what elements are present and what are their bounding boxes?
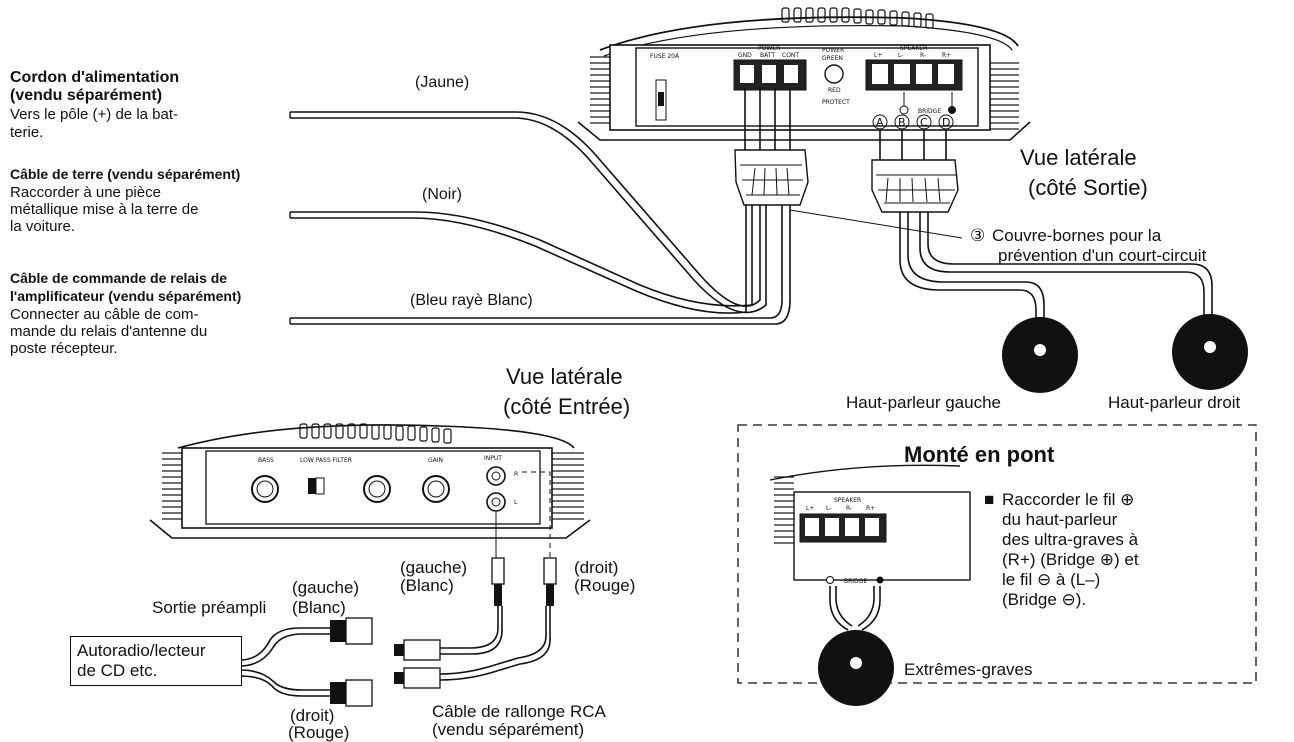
amplifier-input-side: BASS LOW PASS FILTER GAIN INPUT R L (149, 423, 591, 560)
svg-text:BRIDGE: BRIDGE (918, 108, 941, 115)
svg-text:BATT: BATT (760, 52, 775, 59)
svg-text:C: C (920, 116, 928, 129)
bridge-text-4: (R+) (Bridge ⊕) et (1002, 550, 1139, 569)
relay-cable-color: (Bleu rayè Blanc) (410, 292, 533, 309)
power-led (824, 64, 844, 84)
svg-text:POWER: POWER (758, 45, 780, 52)
svg-text:SPEAKER: SPEAKER (834, 497, 861, 504)
bridge-box-frame (737, 424, 1257, 684)
head-unit-box: Autoradio/lecteur de CD etc. (70, 636, 242, 686)
svg-text:R+: R+ (942, 52, 951, 59)
input-side-title-2: (côté Entrée) (503, 394, 631, 419)
preamp-left-2: (Blanc) (292, 598, 346, 617)
power-wires (289, 88, 809, 325)
svg-text:R-: R- (846, 505, 852, 512)
svg-text:BRIDGE: BRIDGE (844, 578, 867, 585)
top-fin-row (781, 7, 934, 29)
svg-text:L-: L- (898, 52, 903, 59)
speaker-right-label: Haut-parleur droit (1108, 393, 1241, 412)
terminal-cover-speaker (871, 159, 959, 213)
svg-text:INPUT: INPUT (484, 455, 502, 462)
svg-text:L: L (514, 499, 518, 506)
bridge-text-3: des ultra-graves à (1002, 530, 1139, 549)
preamp-left-1: (gauche) (292, 578, 360, 597)
speaker-wires: A B C D (789, 114, 1213, 335)
preamp-right-1: (droit) (290, 706, 335, 725)
svg-text:CONT: CONT (782, 52, 799, 59)
speaker-right (1172, 314, 1248, 390)
preamp-cable (239, 617, 373, 707)
rca-extension-label-1: Câble de rallonge RCA (432, 702, 606, 721)
svg-text:L-: L- (826, 505, 831, 512)
ground-cable-title: Câble de terre (vendu séparément) (10, 166, 241, 182)
svg-text:FUSE 20A: FUSE 20A (650, 53, 680, 60)
svg-text:R: R (514, 471, 518, 478)
rca-right-plug-1: (droit) (574, 558, 619, 577)
ground-cable-color: (Noir) (422, 186, 462, 203)
rca-extension-cable (394, 606, 551, 689)
rca-extension-label-2: (vendu séparément) (432, 720, 585, 739)
bridge-bullet: ■ (984, 490, 995, 509)
relay-cable-desc-1: Connecter au câble de com- (10, 306, 199, 323)
svg-text:L+: L+ (806, 505, 814, 512)
ground-cable-desc-1: Raccorder à une pièce (10, 184, 161, 201)
preamp-right-2: (Rouge) (288, 723, 350, 742)
svg-text:GREEN: GREEN (822, 55, 843, 62)
ground-cable-desc-2: métallique mise à la terre de (10, 201, 199, 218)
output-side-title-2: (côté Sortie) (1028, 175, 1148, 200)
svg-text:SPEAKER: SPEAKER (900, 45, 927, 52)
svg-text:D: D (942, 116, 950, 129)
svg-text:PROTECT: PROTECT (822, 99, 850, 106)
speaker-left-label: Haut-parleur gauche (846, 393, 1001, 412)
svg-text:POWER: POWER (822, 47, 844, 54)
subwoofer (818, 630, 894, 706)
preamp-label: Sortie préampli (152, 598, 267, 617)
relay-cable-desc-2: mande du relais d'antenne du (10, 323, 208, 340)
svg-text:R-: R- (920, 52, 926, 59)
rca-left-plug-1: (gauche) (400, 558, 468, 577)
svg-text:GAIN: GAIN (428, 457, 443, 464)
svg-text:BASS: BASS (258, 457, 274, 464)
svg-text:B: B (898, 116, 906, 129)
head-unit-label-2: de CD etc. (77, 661, 158, 680)
svg-text:A: A (876, 116, 884, 129)
svg-text:R+: R+ (866, 505, 875, 512)
head-unit-label-1: Autoradio/lecteur (77, 641, 206, 660)
svg-text:RED: RED (828, 87, 841, 94)
relay-cable-desc-3: poste récepteur. (10, 340, 118, 357)
power-cord-title-2: (vendu séparément) (10, 87, 163, 104)
bridge-box-title: Monté en pont (904, 442, 1055, 467)
power-cord-desc-2: terie. (10, 124, 44, 141)
relay-cable-title-2: l'amplificateur (vendu séparément) (10, 288, 242, 304)
amplifier-output-side: FUSE 20A POWER GND BATT CONT POWER GREEN… (577, 7, 1031, 141)
svg-text:GND: GND (738, 52, 752, 59)
input-side-title-1: Vue latérale (506, 364, 623, 389)
output-side-title-1: Vue latérale (1020, 145, 1137, 170)
subwoofer-label: Extrêmes-graves (904, 660, 1033, 679)
power-cord-desc-1: Vers le pôle (+) de la bat- (10, 106, 179, 123)
svg-text:L+: L+ (874, 52, 882, 59)
bridge-text-1: Raccorder le fil ⊕ (1002, 490, 1135, 509)
terminal-cover-text-2: prévention d'un court-circuit (998, 246, 1207, 265)
relay-cable-title-1: Câble de commande de relais de (10, 270, 228, 286)
lpf-switch (308, 478, 316, 494)
terminal-cover-number: ③ (970, 226, 986, 245)
rca-plugs-amp (491, 557, 557, 606)
bridge-text-2: du haut-parleur (1002, 510, 1118, 529)
bridge-text-5: le fil ⊖ à (L–) (1002, 570, 1101, 589)
power-cord-title-1: Cordon d'alimentation (10, 69, 180, 86)
rca-right-plug-2: (Rouge) (574, 576, 636, 595)
terminal-cover-power (734, 149, 809, 206)
svg-text:LOW PASS FILTER: LOW PASS FILTER (300, 457, 352, 464)
rca-left-plug-2: (Blanc) (400, 576, 454, 595)
speaker-left (1002, 317, 1078, 393)
ground-cable-desc-3: la voiture. (10, 218, 76, 235)
bridge-text-6: (Bridge ⊖). (1002, 590, 1087, 609)
bridge-amplifier: SPEAKER L+ L- R- R+ BRIDGE (769, 464, 971, 631)
terminal-cover-text-1: Couvre-bornes pour la (992, 226, 1162, 245)
power-cord-color: (Jaune) (415, 74, 470, 91)
